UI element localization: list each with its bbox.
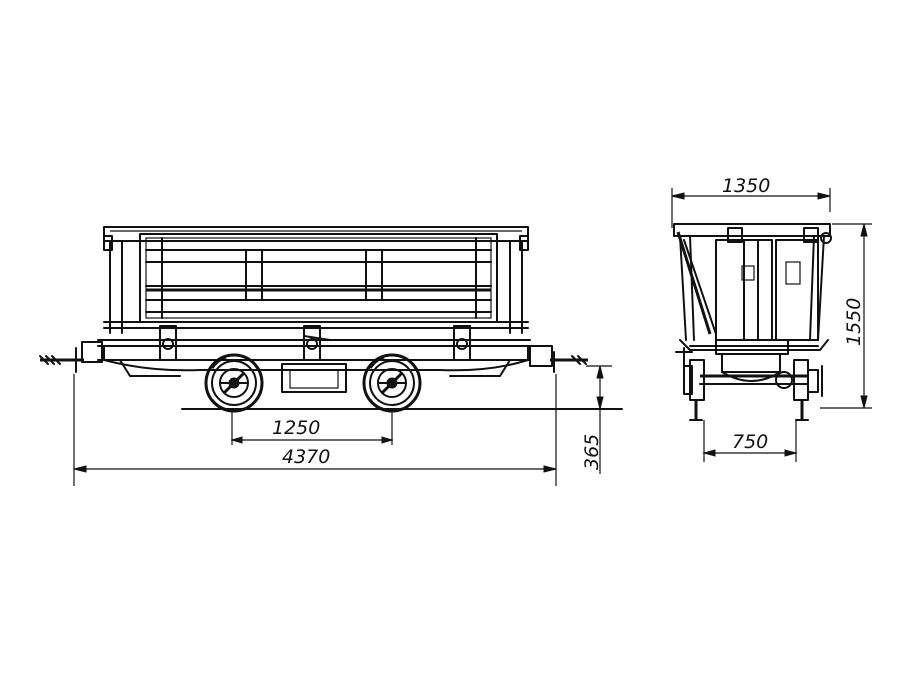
- wheel-right-side: [362, 353, 422, 413]
- overall-length-label: 4370: [282, 446, 330, 468]
- right-coupler: [529, 345, 588, 373]
- left-coupler: [39, 341, 103, 373]
- height-label: 1550: [843, 298, 865, 346]
- dimension-width: 1350: [671, 175, 831, 228]
- car-body-end: [673, 223, 832, 351]
- undercarriage-end: [675, 339, 823, 421]
- wheelbase-label: 1250: [272, 417, 320, 439]
- car-body-side: [103, 226, 529, 334]
- end-view: 1350 1550 750: [671, 175, 872, 462]
- buffer-height-label: 365: [581, 434, 603, 470]
- dimension-overall-length: 4370: [73, 374, 557, 486]
- dimension-buffer-height: 365: [581, 365, 612, 474]
- dimension-wheelbase: 1250: [230, 412, 394, 445]
- gauge-label: 750: [732, 431, 768, 453]
- wheel-left-side: [204, 353, 264, 413]
- side-view: 1250 4370 365: [39, 226, 623, 486]
- underframe-side: [97, 325, 531, 393]
- width-label: 1350: [722, 175, 770, 197]
- dimension-gauge: 750: [702, 420, 798, 462]
- dimension-height: 1550: [820, 223, 872, 409]
